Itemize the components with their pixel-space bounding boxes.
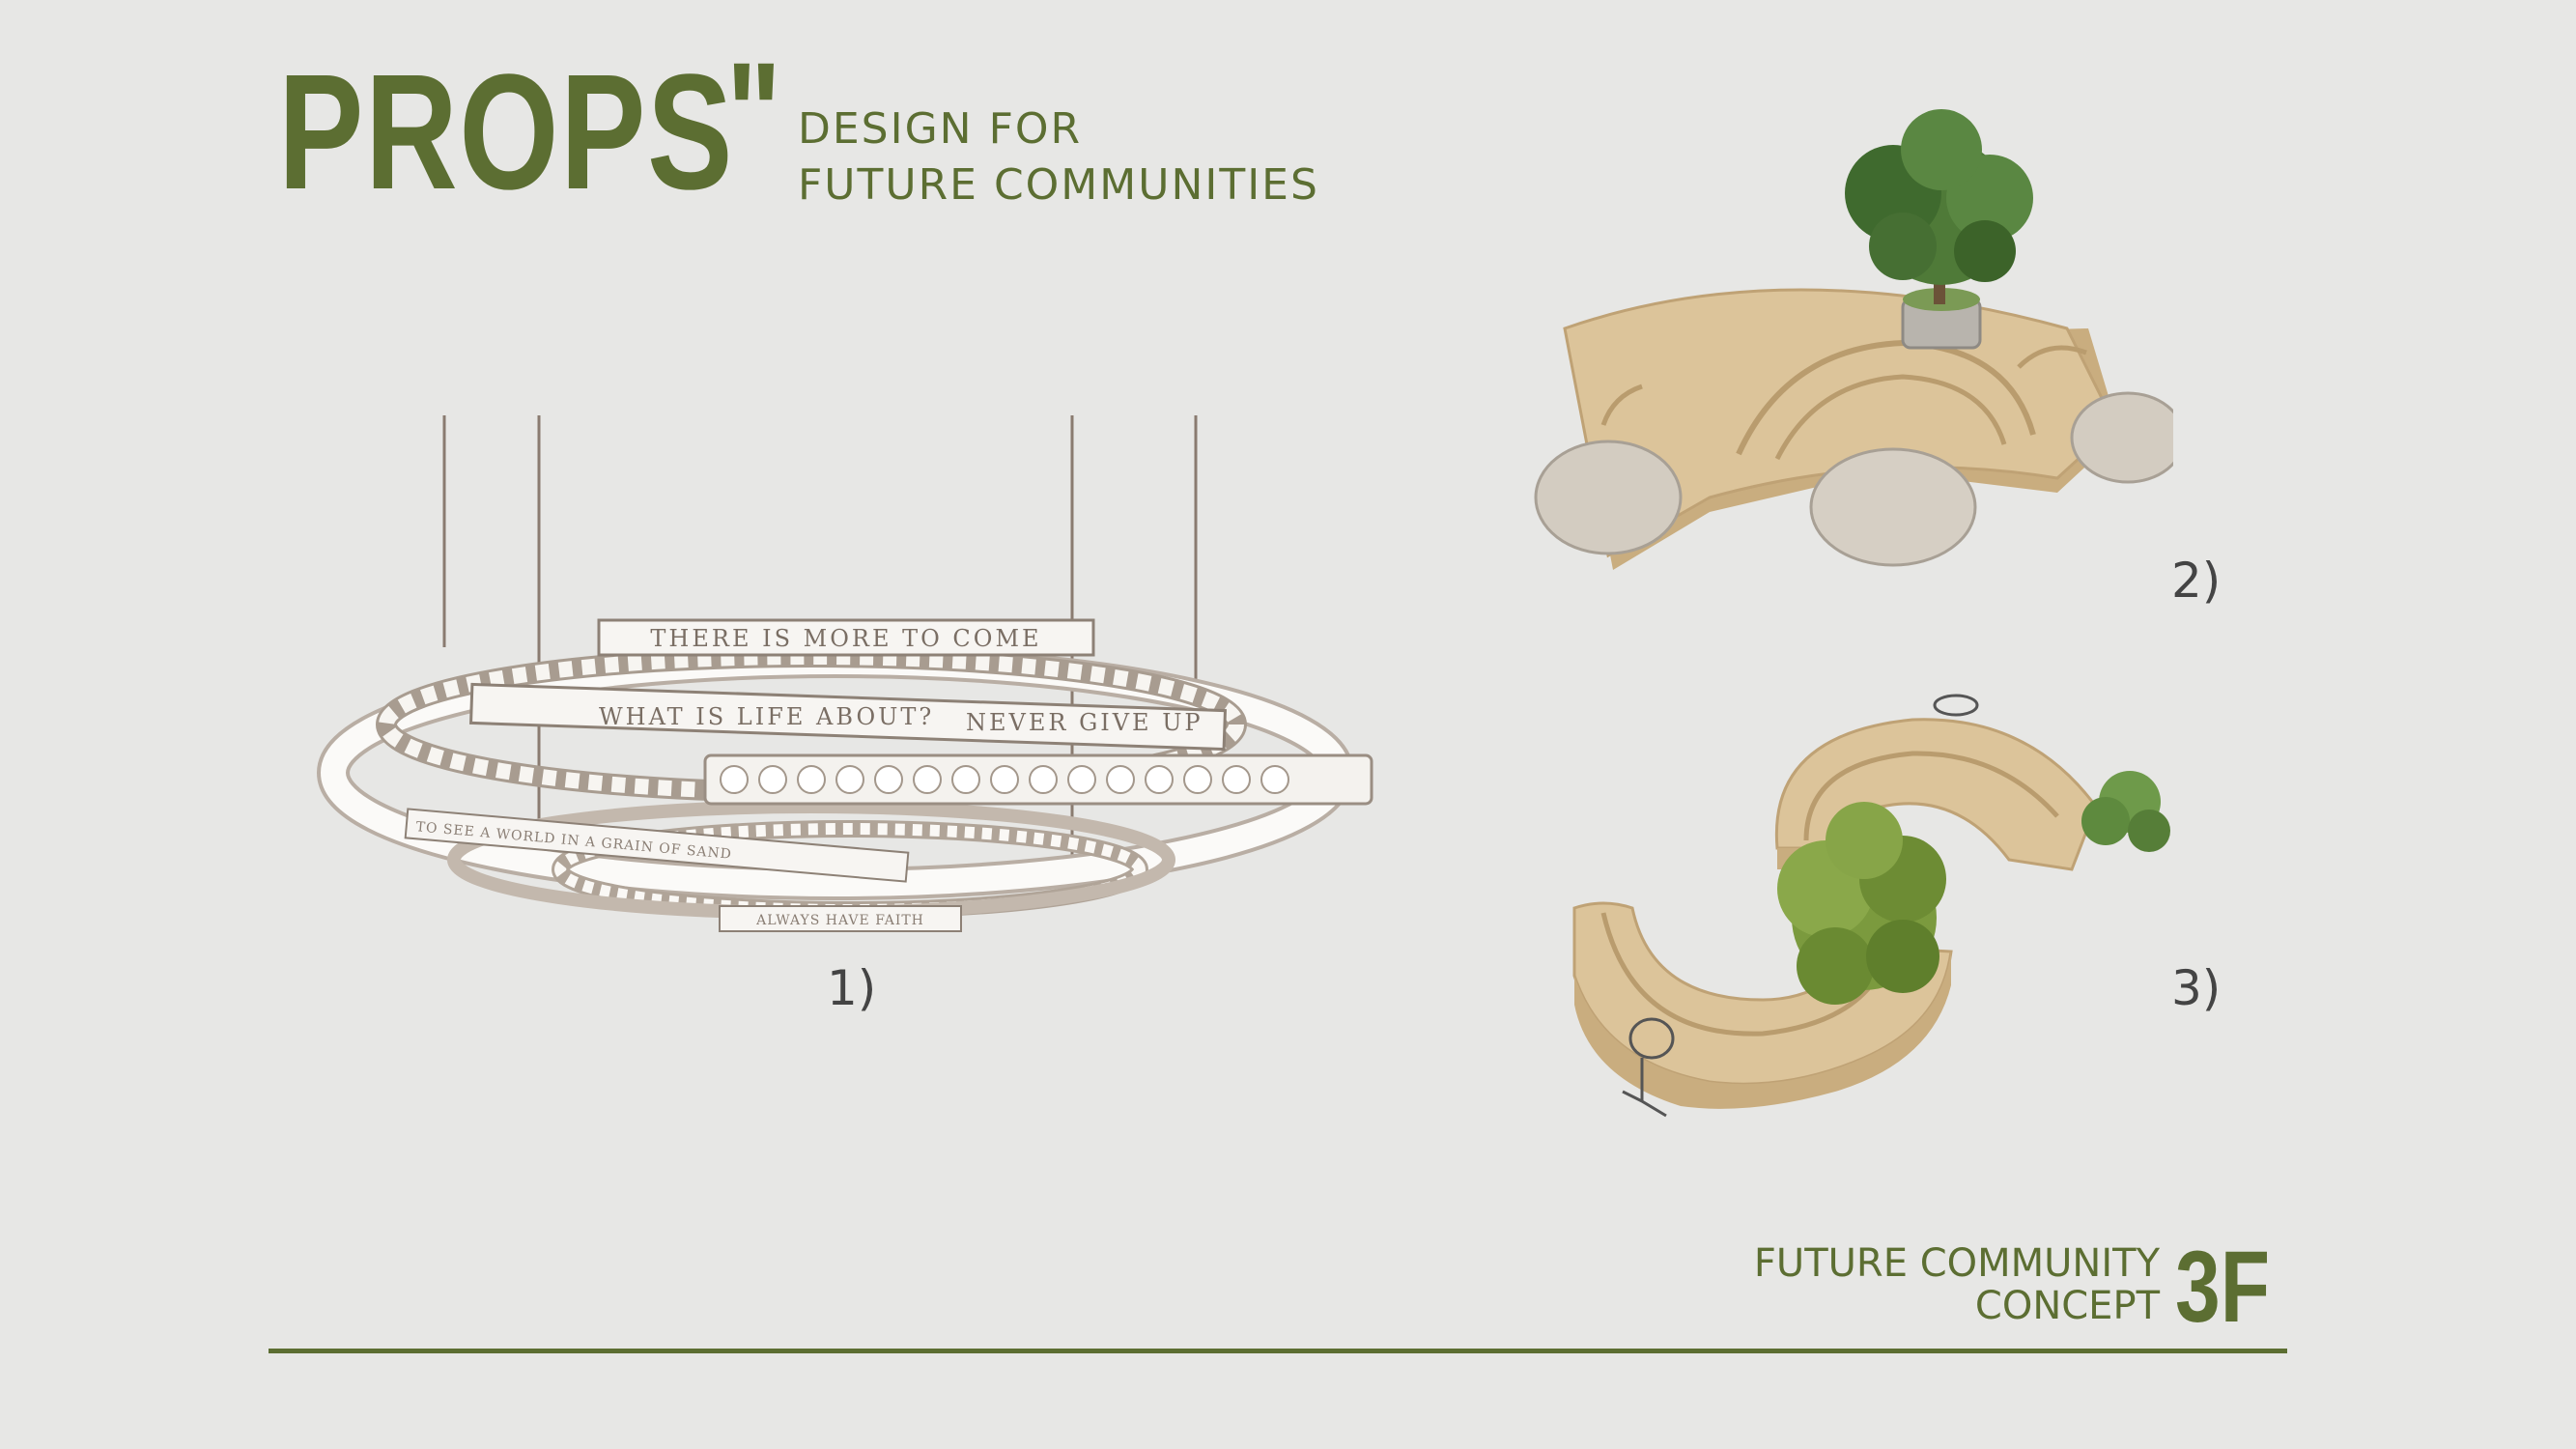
ring-text-2: WHAT IS LIFE ABOUT? [599,703,934,730]
bottom-divider [269,1349,2287,1353]
footer-line-1: FUTURE COMMUNITY [1753,1241,2160,1286]
prop-1-label: 1) [827,960,877,1016]
ring-text-5: ALWAYS HAVE FAITH [755,913,924,928]
ring-text-3: NEVER GIVE UP [966,709,1203,736]
title-quote-mark: " [726,32,781,194]
footer-line-2: CONCEPT [1974,1284,2160,1328]
prop-3-label: 3) [2171,960,2222,1016]
footer-badge-3f: 3F [2175,1231,2271,1344]
s-bench-illustration [1572,694,2170,1118]
page-title: PROPS [278,41,735,224]
bench-with-tree-illustration [1534,109,2173,570]
prop-2-label: 2) [2171,553,2222,609]
ring-text-1: THERE IS MORE TO COME [650,625,1041,652]
subtitle-line-1: DESIGN FOR [798,104,1083,154]
subtitle-line-2: FUTURE COMMUNITIES [798,160,1319,210]
ring-installation-illustration: THERE IS MORE TO COME WHAT IS LIFE ABOUT… [317,415,1373,932]
